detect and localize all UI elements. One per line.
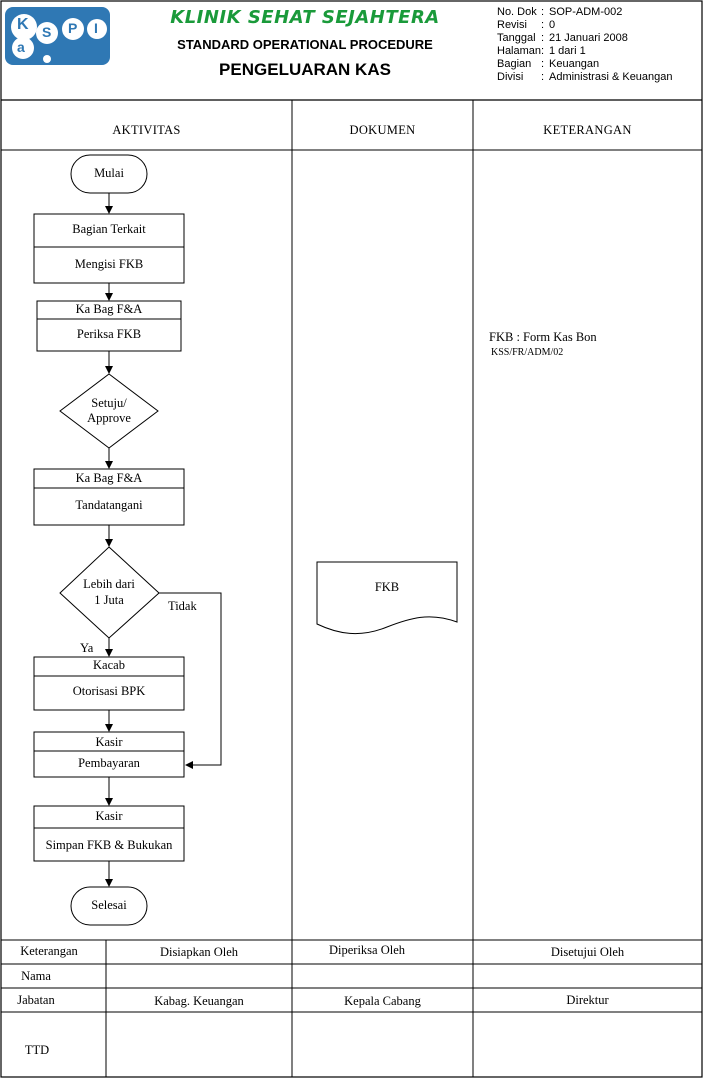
step6-action: Simpan FKB & Bukukan <box>45 838 173 852</box>
signoff-header-prepared: Disiapkan Oleh <box>159 945 239 959</box>
yes-label: Ya <box>80 641 94 655</box>
column-header-dokumen: DOKUMEN <box>349 123 416 137</box>
signoff-header-checked: Diperiksa Oleh <box>328 943 406 957</box>
step3-action: Tandatangani <box>75 498 143 512</box>
step2-action: Periksa FKB <box>76 327 142 341</box>
decision2-label-line2: 1 Juta <box>94 593 124 607</box>
position-checked: Kepala Cabang <box>344 994 421 1008</box>
meta-row: Bagian:Keuangan <box>497 58 600 70</box>
document-label: FKB <box>374 580 400 594</box>
position-approved: Direktur <box>566 993 609 1007</box>
step4-box <box>33 656 185 711</box>
signoff-header-approved: Disetujui Oleh <box>550 945 625 959</box>
start-label: Mulai <box>94 166 124 180</box>
row-label-nama: Nama <box>21 969 51 983</box>
step4-role: Kacab <box>93 658 125 672</box>
logo-letter-p: P <box>68 20 78 36</box>
step3-role: Ka Bag F&A <box>75 471 143 485</box>
step5-box <box>33 731 185 778</box>
step5-action: Pembayaran <box>78 756 140 770</box>
note-line1: FKB : Form Kas Bon <box>489 330 597 344</box>
column-header-keterangan: KETERANGAN <box>543 123 632 137</box>
end-terminator <box>70 886 148 926</box>
decision2-label-line1: Lebih dari <box>83 577 135 591</box>
sop-label: STANDARD OPERATIONAL PROCEDURE <box>177 37 433 52</box>
meta-row: Halaman:1 dari 1 <box>497 45 586 57</box>
document-title: PENGELUARAN KAS <box>219 60 391 79</box>
step1-role: Bagian Terkait <box>72 222 146 236</box>
meta-row: Revisi:0 <box>497 19 556 31</box>
step5-role: Kasir <box>95 735 123 749</box>
step6-role: Kasir <box>95 809 123 823</box>
step1-action: Mengisi FKB <box>74 257 144 271</box>
row-label-ttd: TTD <box>24 1043 50 1057</box>
logo-letter-a: a <box>17 39 25 55</box>
logo-letter-i: I <box>94 20 98 36</box>
meta-row: Divisi:Administrasi & Keuangan <box>497 71 673 83</box>
logo-letter-s: S <box>42 24 52 40</box>
step3-box <box>33 468 185 526</box>
decision1-label-line2: Approve <box>87 411 131 425</box>
note-line2: KSS/FR/ADM/02 <box>491 347 564 358</box>
logo <box>5 7 110 65</box>
step4-action: Otorisasi BPK <box>72 684 146 698</box>
position-prepared: Kabag. Keuangan <box>154 994 244 1008</box>
step6-box <box>33 805 185 862</box>
no-label: Tidak <box>168 599 197 613</box>
clinic-name: KLINIK SEHAT SEJAHTERA <box>170 7 440 28</box>
fkb-document-shape <box>316 561 458 635</box>
meta-row: Tanggal:21 Januari 2008 <box>497 32 628 44</box>
meta-row: No. Dok:SOP-ADM-002 <box>497 6 623 18</box>
row-label-jabatan: Jabatan <box>17 993 55 1007</box>
step2-role: Ka Bag F&A <box>75 302 143 316</box>
logo-letter-k: K <box>17 16 29 33</box>
column-header-aktivitas: AKTIVITAS <box>112 123 181 137</box>
decision1-label-line1: Setuju/ <box>91 396 127 410</box>
row-label-keterangan: Keterangan <box>20 944 78 958</box>
document-meta: No. Dok:SOP-ADM-002 Revisi:0 Tanggal:21 … <box>497 6 673 84</box>
end-label: Selesai <box>91 898 127 912</box>
